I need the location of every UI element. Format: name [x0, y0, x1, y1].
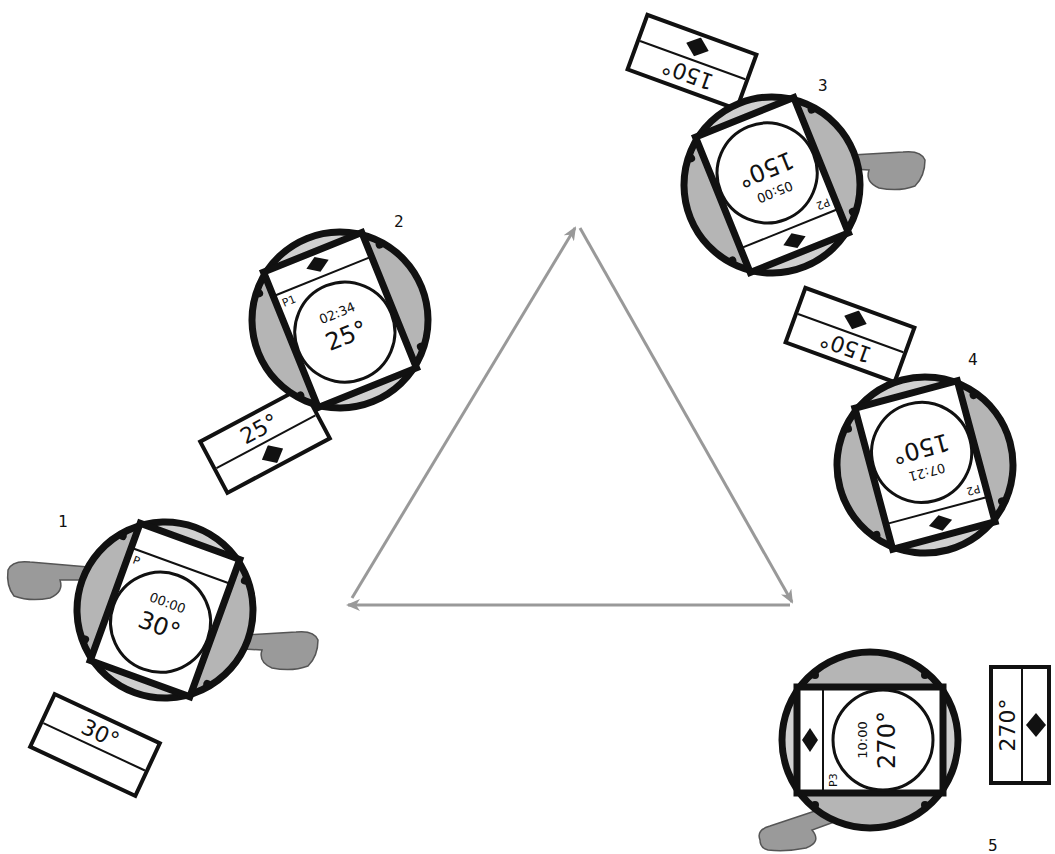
device-display: P102:3425° — [216, 196, 463, 443]
diamond-symbol — [257, 440, 288, 469]
angle-readout: 270° — [873, 711, 901, 769]
angle-card: 150° — [783, 285, 917, 384]
angle-card: 30° — [28, 692, 163, 799]
device-display: P205:00150° — [648, 61, 895, 308]
diamond-symbol — [1026, 713, 1046, 737]
time-readout: 10:00 — [855, 721, 870, 758]
callout-number: 2 — [394, 212, 404, 231]
program-label: P3 — [827, 773, 840, 787]
card-divider — [1021, 669, 1023, 781]
device-display: P00:0030° — [43, 488, 287, 732]
callout-number: 3 — [818, 76, 828, 95]
angle-value: 150° — [659, 53, 717, 95]
angle-value: 270° — [995, 699, 1020, 752]
diamond-symbol — [841, 306, 870, 333]
angle-value: 25° — [236, 409, 282, 449]
angle-card: 150° — [625, 12, 759, 111]
device-outline — [775, 645, 965, 835]
angle-value: 30° — [77, 714, 123, 753]
diamond-symbol — [683, 33, 712, 60]
angle-value: 150° — [817, 326, 875, 368]
device-display: P207:21150° — [809, 349, 1042, 582]
callout-number: 5 — [988, 836, 998, 854]
device-display: P3 10:00270° — [775, 645, 965, 835]
angle-card: 270° — [989, 665, 1051, 785]
callout-number: 4 — [968, 350, 978, 369]
callout-number: 1 — [58, 512, 68, 531]
device-outline — [216, 196, 463, 443]
